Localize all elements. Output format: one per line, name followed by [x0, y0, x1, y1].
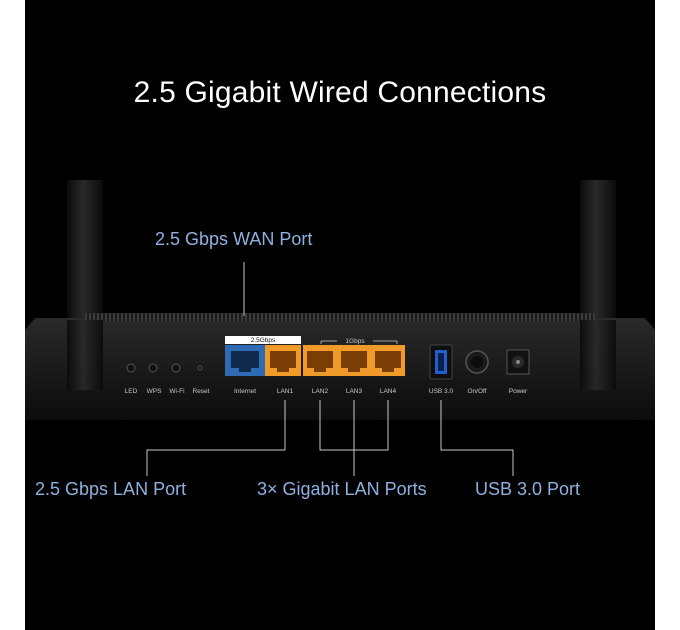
reset-label: Reset	[193, 388, 210, 395]
wifi-label: Wi-Fi	[169, 388, 184, 395]
vent-grille	[85, 313, 595, 321]
speed-tag-1-text: 1Gbps	[345, 338, 365, 345]
led-label: LED	[125, 388, 138, 395]
lan4-label: LAN4	[380, 388, 397, 395]
product-image: LED WPS Wi-Fi Reset 2.5Gbps 1Gbps Intern…	[25, 0, 655, 630]
lan3-label: LAN3	[346, 388, 363, 395]
lan1-label: LAN1	[277, 388, 294, 395]
lan2-label: LAN2	[312, 388, 329, 395]
gigabit-ports-callout: 3× Gigabit LAN Ports	[257, 479, 427, 499]
led-button	[126, 363, 136, 373]
usb-port-callout: USB 3.0 Port	[475, 479, 581, 499]
lan25-port-callout: 2.5 Gbps LAN Port	[35, 479, 187, 499]
power-label: Power	[509, 388, 528, 395]
wifi-button	[171, 363, 181, 373]
onoff-label: On/Off	[467, 388, 486, 395]
wps-label: WPS	[147, 388, 162, 395]
wps-button	[148, 363, 158, 373]
speed-tag-25	[225, 336, 301, 344]
wan-port-callout: 2.5 Gbps WAN Port	[155, 229, 313, 249]
reset-hole	[197, 365, 203, 371]
leader-lines	[146, 262, 514, 476]
headline: 2.5 Gigabit Wired Connections	[133, 76, 547, 109]
usb-label: USB 3.0	[429, 388, 454, 395]
internet-label: Internet	[234, 388, 256, 395]
speed-tag-25-text: 2.5Gbps	[251, 337, 276, 344]
router-illustration: LED WPS Wi-Fi Reset 2.5Gbps 1Gbps Intern…	[25, 180, 655, 476]
